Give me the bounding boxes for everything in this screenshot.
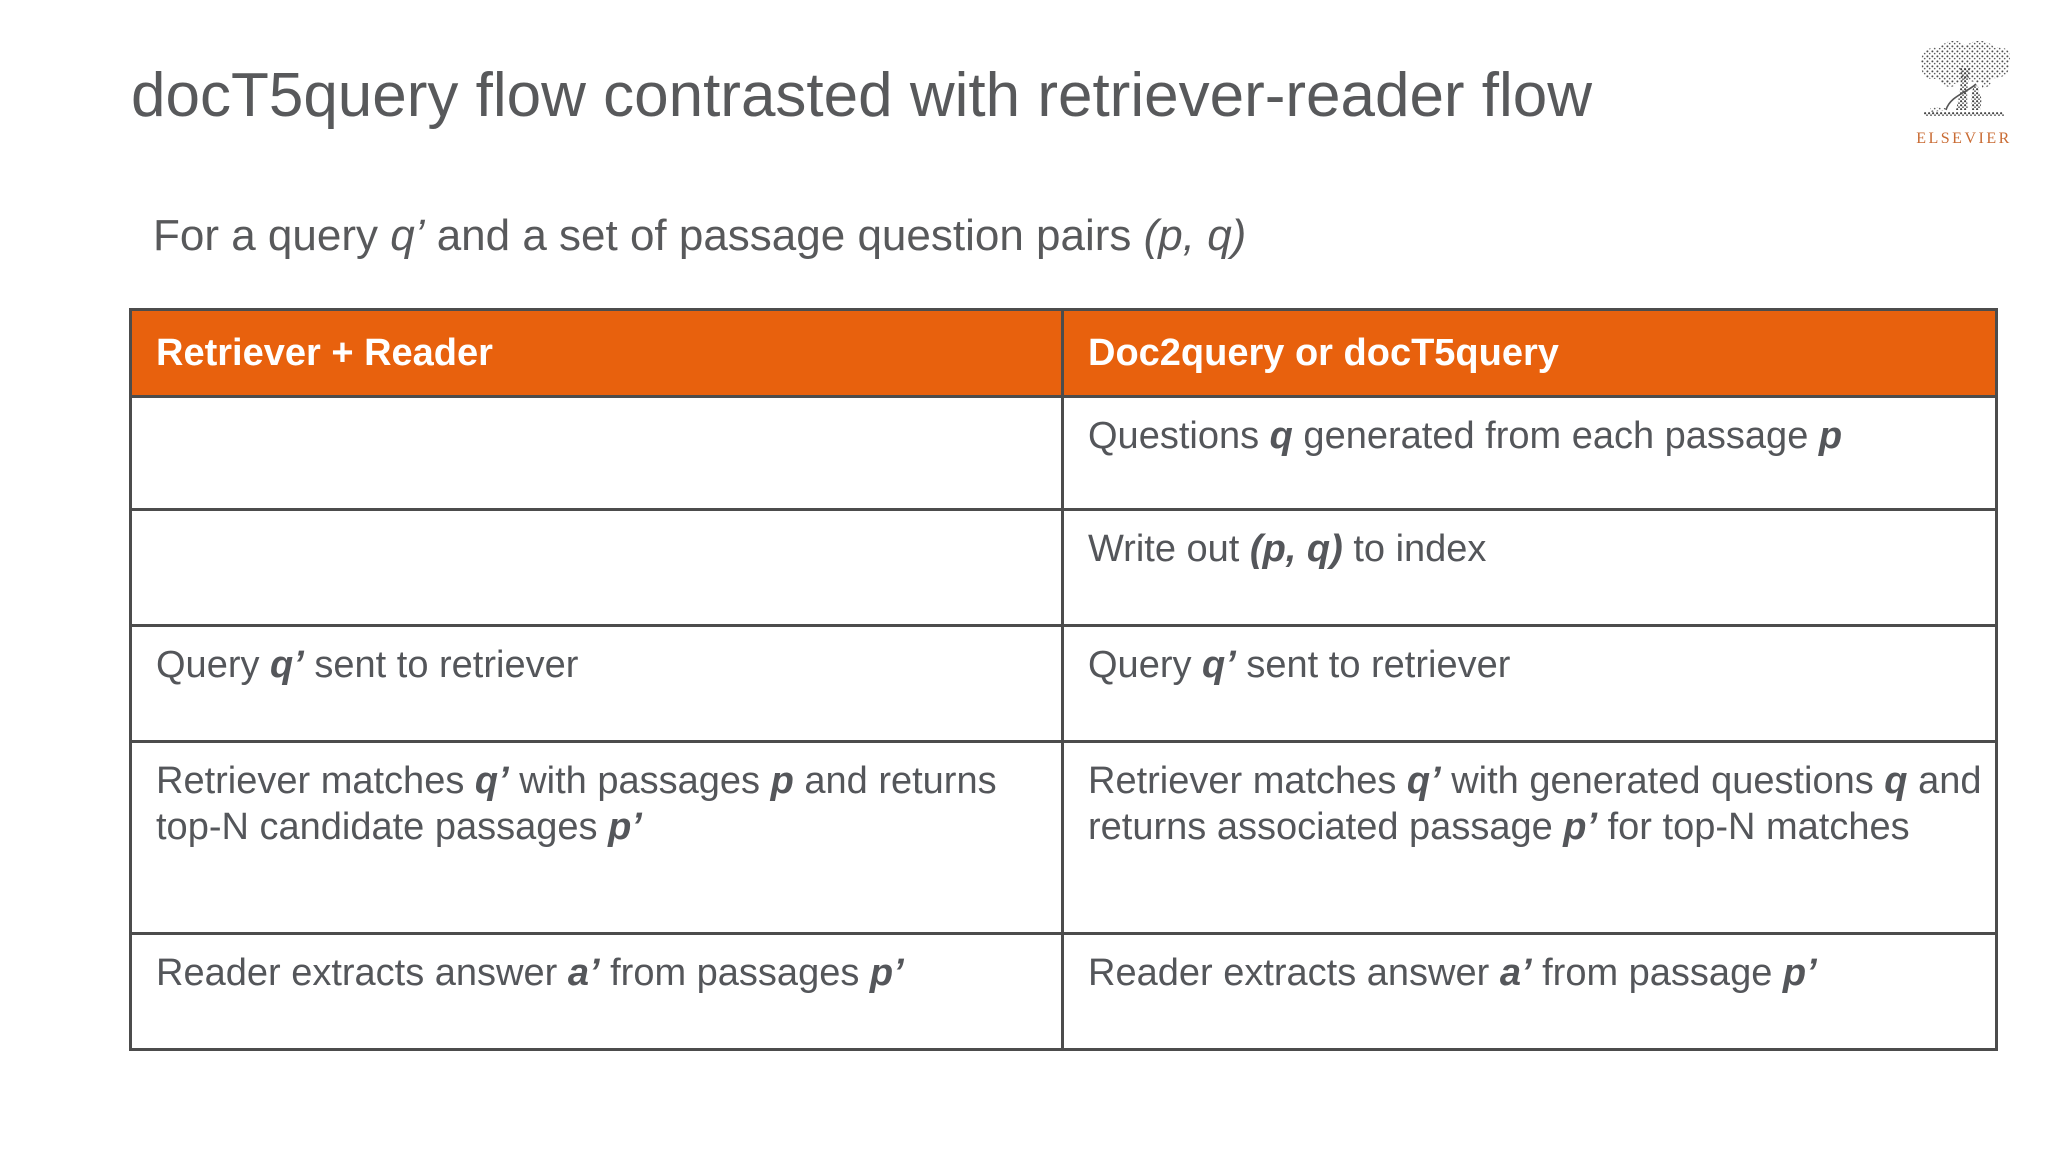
cell-questions-generated: Questions q generated from each passage … — [1061, 395, 1998, 511]
elsevier-tree-icon — [1921, 40, 2011, 116]
table-row: Write out (p, q) to index — [129, 508, 1998, 627]
cell-query-sent-right: Query q’ sent to retriever — [1061, 624, 1998, 743]
column-header-retriever-reader: Retriever + Reader — [129, 308, 1064, 398]
cell-retriever-matches-right: Retriever matches q’ with generated ques… — [1061, 740, 1998, 935]
cell-reader-extracts-left: Reader extracts answer a’ from passages … — [129, 932, 1064, 1051]
table-row: Questions q generated from each passage … — [129, 395, 1998, 511]
page-subtitle: For a query q’ and a set of passage ques… — [153, 211, 1247, 260]
comparison-table: Retriever + Reader Doc2query or docT5que… — [129, 308, 1998, 1051]
column-header-doc2query: Doc2query or docT5query — [1061, 308, 1998, 398]
cell-empty-1 — [129, 395, 1064, 511]
table-header-row: Retriever + Reader Doc2query or docT5que… — [129, 308, 1998, 398]
cell-empty-2 — [129, 508, 1064, 627]
elsevier-logo: ELSEVIER — [1908, 40, 2020, 148]
elsevier-wordmark: ELSEVIER — [1916, 130, 2012, 147]
cell-write-out-index: Write out (p, q) to index — [1061, 508, 1998, 627]
table-row: Reader extracts answer a’ from passages … — [129, 932, 1998, 1051]
cell-query-sent-left: Query q’ sent to retriever — [129, 624, 1064, 743]
page-title: docT5query flow contrasted with retrieve… — [131, 61, 1593, 130]
cell-retriever-matches-left: Retriever matches q’ with passages p and… — [129, 740, 1064, 935]
table-row: Query q’ sent to retriever Query q’ sent… — [129, 624, 1998, 743]
table-row: Retriever matches q’ with passages p and… — [129, 740, 1998, 935]
cell-reader-extracts-right: Reader extracts answer a’ from passage p… — [1061, 932, 1998, 1051]
